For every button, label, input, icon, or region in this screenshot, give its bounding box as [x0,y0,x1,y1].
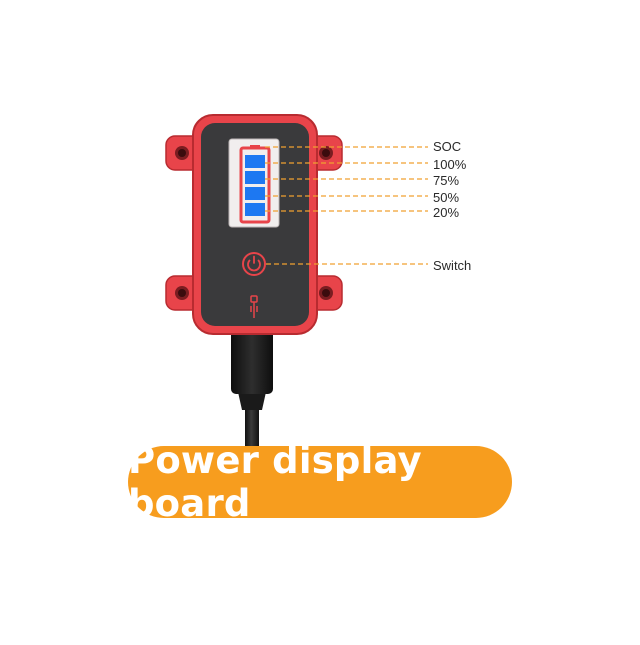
battery-icon [239,145,271,224]
leader-lines [265,146,428,265]
power-icon[interactable] [242,252,266,276]
label-75: 75% [433,173,460,188]
cable-strain-relief [238,392,266,410]
battery-cell-100 [245,155,265,168]
title-banner: Power display board [128,439,512,525]
usb-plug [231,330,273,394]
label-20: 20% [433,205,460,220]
label-soc: SOC [433,139,462,154]
label-switch: Switch [433,258,472,273]
label-100: 100% [433,157,467,172]
usb-icon [250,295,258,318]
battery-cell-50 [245,187,265,200]
battery-cells [245,155,265,216]
battery-cell-75 [245,171,265,184]
label-50: 50% [433,190,460,205]
battery-cell-20 [245,203,265,216]
